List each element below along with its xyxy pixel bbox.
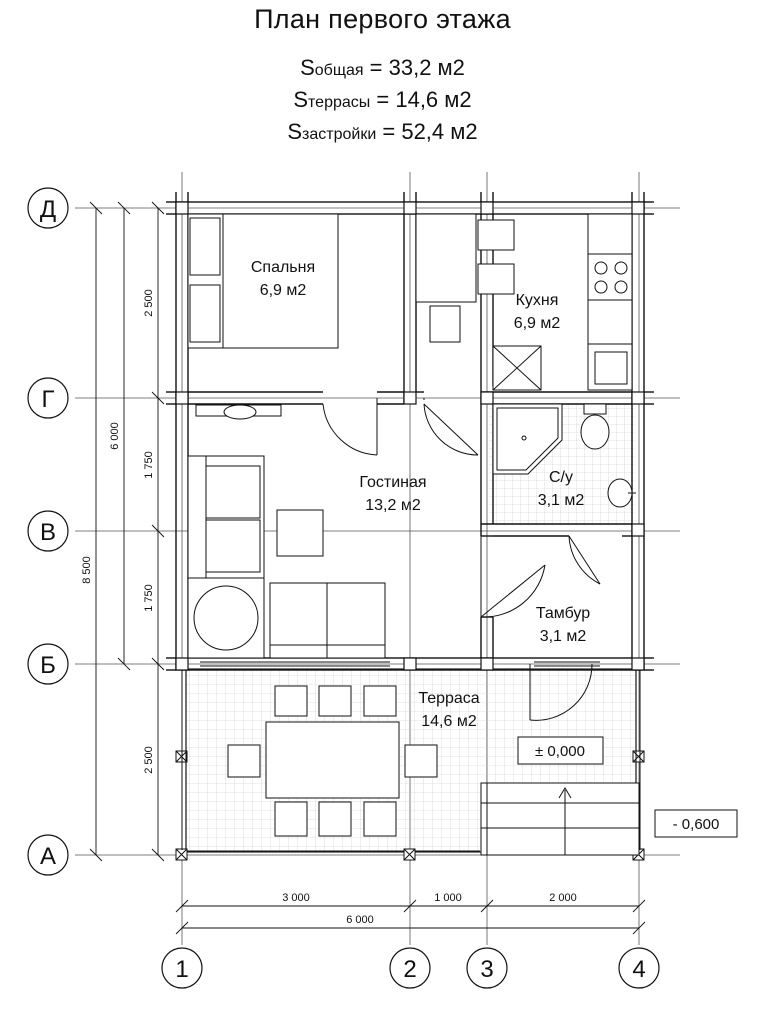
axis-row-bubbles bbox=[27, 187, 69, 876]
dim-34: 2 000 bbox=[549, 892, 577, 904]
area-terrace: Sтеррасы = 14,6 м2 bbox=[0, 87, 765, 113]
dim-dg: 2 500 bbox=[143, 289, 155, 317]
area-subscript: террасы bbox=[308, 94, 371, 111]
area-subscript: застройки bbox=[302, 126, 377, 143]
floor-level-box bbox=[517, 736, 604, 765]
room-kitchen-name: Кухня bbox=[516, 292, 559, 309]
terrace-furniture bbox=[227, 685, 438, 837]
area-symbol: S bbox=[300, 55, 315, 80]
room-vestibule-name: Тамбур bbox=[536, 605, 590, 622]
room-terrace-name: Терраса bbox=[418, 690, 479, 707]
doors bbox=[322, 398, 633, 721]
room-living-area: 13,2 м2 bbox=[365, 497, 421, 514]
axis-row-v: В bbox=[40, 519, 56, 546]
kitchen-furniture bbox=[415, 213, 633, 391]
entry-steps bbox=[480, 782, 640, 856]
area-symbol: S bbox=[293, 87, 309, 112]
ground-level-box bbox=[654, 809, 738, 838]
plan-title: План первого этажа bbox=[254, 4, 511, 34]
axis-col-3: 3 bbox=[480, 956, 493, 983]
room-kitchen-area: 6,9 м2 bbox=[514, 315, 561, 332]
bed bbox=[187, 213, 339, 349]
area-value: = 52,4 м2 bbox=[376, 119, 478, 144]
room-bedroom-name: Спальня bbox=[251, 259, 315, 276]
room-bathroom-name: С/у bbox=[549, 469, 573, 486]
axis-col-bubbles bbox=[161, 947, 660, 989]
dim-23: 1 000 bbox=[434, 892, 462, 904]
area-value: = 14,6 м2 bbox=[370, 87, 472, 112]
axis-row-b: Б bbox=[40, 652, 56, 679]
dim-gv: 1 750 bbox=[143, 451, 155, 479]
windows bbox=[200, 661, 600, 667]
horizontal-dimension-lines bbox=[175, 899, 646, 935]
axis-row-a: А bbox=[40, 843, 56, 870]
room-bedroom-area: 6,9 м2 bbox=[260, 282, 307, 299]
dim-total-horizontal: 6 000 bbox=[346, 914, 374, 926]
floor-level-text: ± 0,000 bbox=[535, 743, 585, 760]
room-terrace-area: 14,6 м2 bbox=[421, 713, 477, 730]
area-total: Sобщая = 33,2 м2 bbox=[0, 55, 765, 81]
room-vestibule-area: 3,1 м2 bbox=[540, 628, 587, 645]
axis-col-1: 1 bbox=[175, 956, 188, 983]
dim-total-vertical: 8 500 bbox=[81, 556, 93, 584]
dim-vb: 1 750 bbox=[143, 584, 155, 612]
area-value: = 33,2 м2 bbox=[363, 55, 465, 80]
area-subscript: общая bbox=[314, 62, 364, 79]
axis-col-4: 4 bbox=[632, 956, 645, 983]
axis-col-2: 2 bbox=[403, 956, 416, 983]
ground-level-text: - 0,600 bbox=[673, 816, 720, 833]
living-furniture bbox=[187, 404, 386, 659]
log-corners bbox=[175, 201, 645, 671]
dim-house-total: 6 000 bbox=[109, 422, 121, 450]
area-symbol: S bbox=[287, 119, 303, 144]
room-living-name: Гостиная bbox=[359, 474, 426, 491]
vertical-dimension-lines bbox=[89, 201, 165, 862]
bathroom-fixtures bbox=[492, 403, 636, 508]
axis-row-g: Г bbox=[42, 386, 55, 413]
area-building: Sзастройки = 52,4 м2 bbox=[0, 119, 765, 145]
dim-ba: 2 500 bbox=[143, 746, 155, 774]
dim-12: 3 000 bbox=[282, 892, 310, 904]
axis-row-d: Д bbox=[40, 196, 56, 223]
room-bathroom-area: 3,1 м2 bbox=[538, 492, 585, 509]
